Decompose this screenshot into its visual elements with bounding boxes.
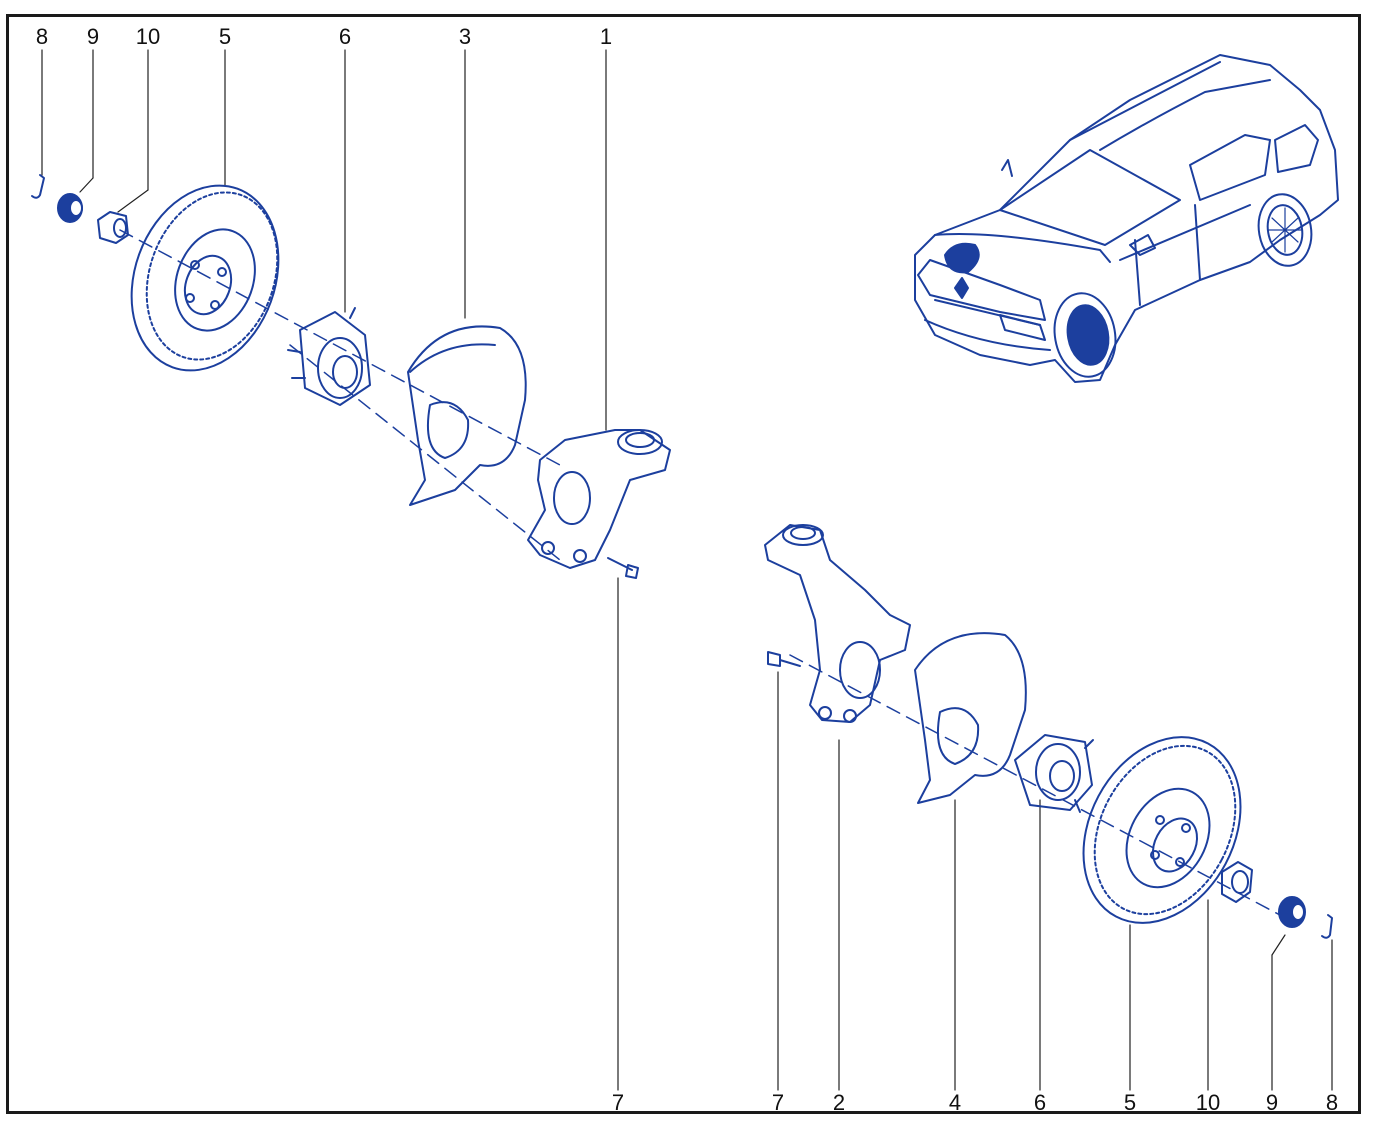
callout-8-bottom: 8	[1325, 1090, 1339, 1115]
callout-2-bottom: 2	[832, 1090, 846, 1115]
castle-cap-left	[57, 193, 83, 223]
wheel-hub-right	[1014, 734, 1094, 813]
steering-knuckle-left	[527, 429, 671, 569]
callout-7-bottom-b: 7	[771, 1090, 785, 1115]
callout-9-top: 9	[86, 24, 100, 49]
cotter-pin-left	[31, 174, 45, 199]
callout-9-bottom: 9	[1265, 1090, 1279, 1115]
vehicle-illustration	[914, 54, 1339, 383]
callout-10-top: 10	[135, 24, 161, 49]
bolt-left	[607, 557, 639, 579]
brake-disc-right	[1082, 736, 1242, 924]
splash-guard-right	[914, 632, 1027, 804]
castle-cap-right	[1278, 896, 1306, 928]
hub-nut-right	[1221, 861, 1253, 903]
cotter-pin-right	[1321, 914, 1333, 939]
callout-8-top: 8	[35, 24, 49, 49]
callout-4-bottom: 4	[948, 1090, 962, 1115]
callout-6-top: 6	[338, 24, 352, 49]
steering-knuckle-right	[764, 524, 911, 723]
splash-guard-left	[407, 325, 527, 506]
brake-disc-left	[130, 184, 280, 372]
hub-nut-left	[97, 211, 129, 244]
callout-3-top: 3	[458, 24, 472, 49]
leader-lines	[41, 49, 1333, 1091]
diagram-frame	[6, 14, 1361, 1114]
wheel-hub-left	[287, 307, 371, 406]
callout-10-bottom: 10	[1195, 1090, 1221, 1115]
callout-7-bottom-a: 7	[611, 1090, 625, 1115]
callout-1-top: 1	[599, 24, 613, 49]
callout-5-top: 5	[218, 24, 232, 49]
callout-6-bottom: 6	[1033, 1090, 1047, 1115]
callout-5-bottom: 5	[1123, 1090, 1137, 1115]
bolt-right	[767, 651, 801, 667]
